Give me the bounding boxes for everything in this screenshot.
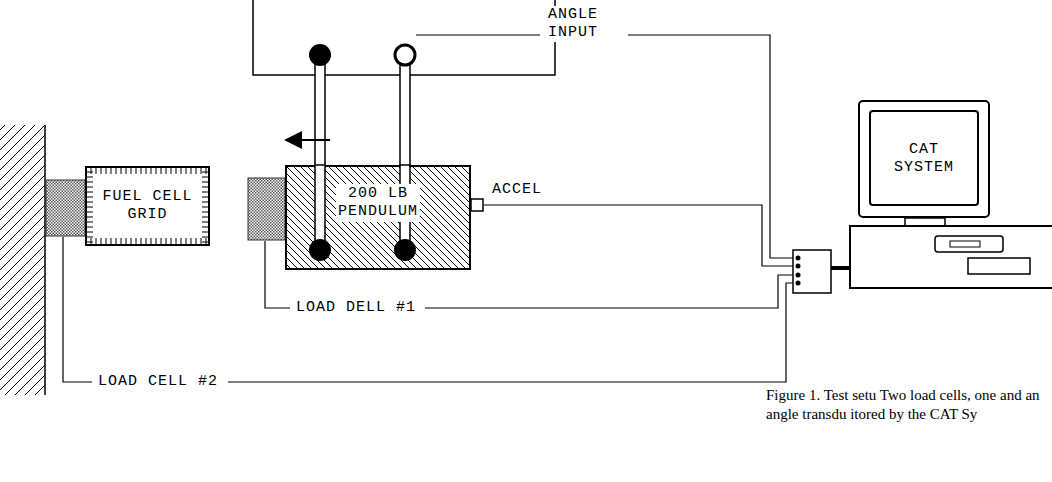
wall xyxy=(0,125,45,395)
node-text-holder: FUEL CELL GRID xyxy=(85,166,210,246)
node-label: CAT SYSTEM xyxy=(892,140,956,178)
node-label: FUEL CELL GRID xyxy=(96,187,200,225)
load-cell xyxy=(46,180,85,236)
sensor-label: ACCEL xyxy=(490,181,544,199)
junction-box xyxy=(793,250,850,293)
motion-arrow xyxy=(284,131,330,149)
part-label: LOAD CELL #2 xyxy=(96,373,220,391)
signal-wires xyxy=(63,35,795,382)
node-text-holder: 200 LB PENDULUM xyxy=(285,165,471,270)
node-label: 200 LB PENDULUM xyxy=(336,184,420,222)
computer-base xyxy=(850,218,1052,288)
signal-label: ANGLE INPUT xyxy=(546,6,600,42)
accelerometer xyxy=(471,199,483,211)
node-text-holder: CAT SYSTEM xyxy=(858,100,990,218)
figure-caption: Figure 1. Test setu Two load cells, one … xyxy=(766,386,1046,424)
frame xyxy=(253,0,555,75)
pendulum-rods xyxy=(309,44,415,167)
monitor: CAT SYSTEM xyxy=(858,100,990,218)
fuel-cell-grid: FUEL CELL GRID xyxy=(85,166,210,246)
load-cell xyxy=(248,178,285,240)
pendulum-mass: 200 LB PENDULUM xyxy=(285,165,471,270)
part-label: LOAD DELL #1 xyxy=(294,299,418,317)
